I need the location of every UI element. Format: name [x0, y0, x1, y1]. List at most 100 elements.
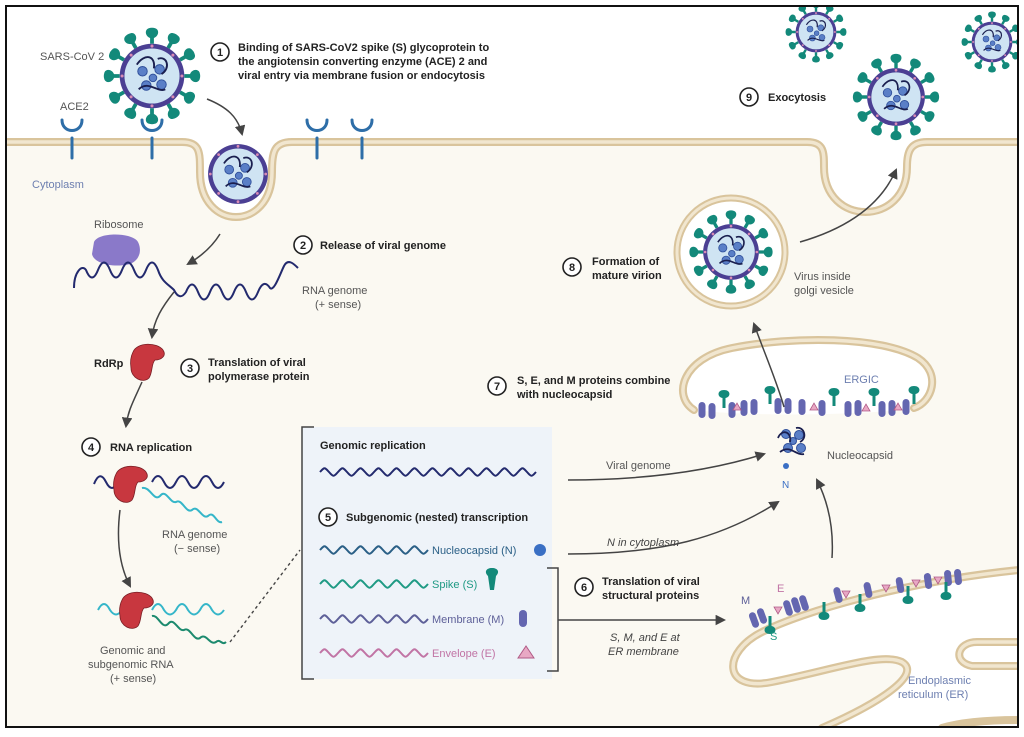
step-1-text: Binding of SARS-CoV2 spike (S) glycoprot…	[238, 42, 489, 54]
step-9-badge	[739, 87, 759, 107]
membrane-protein-icon	[954, 569, 962, 585]
step-2: 2 Release of viral genome	[293, 235, 446, 255]
step-6-text: structural proteins	[602, 590, 699, 602]
membrane-protein-icon	[756, 608, 768, 624]
step-5-number: 5	[325, 512, 331, 524]
ace2-receptor	[140, 118, 164, 160]
step-4-number: 4	[88, 442, 95, 454]
genomic-replication-label: Genomic replication	[320, 440, 426, 452]
step-8: 8 Formation of mature virion	[562, 256, 662, 282]
membrane-protein-icon	[784, 398, 792, 414]
membrane-protein-icon	[791, 597, 801, 613]
step-6-text: Translation of viral	[602, 576, 700, 588]
er-m-label: M	[741, 595, 750, 607]
step-1: 1 Binding of SARS-CoV2 spike (S) glycopr…	[210, 42, 489, 82]
ace2-receptor	[305, 118, 329, 160]
ace2-receptor	[60, 118, 84, 160]
panel-bracket-left	[301, 426, 314, 680]
n-in-cytoplasm-label: N in cytoplasm	[607, 537, 679, 549]
step-1-badge	[210, 42, 230, 62]
membrane-protein-icon	[888, 400, 896, 416]
membrane-protein-icon	[798, 399, 806, 415]
step-5: 5 Subgenomic (nested) transcription	[318, 507, 528, 527]
endoplasmic-reticulum	[729, 566, 1017, 726]
ergic-compartment	[679, 335, 937, 415]
step-1-number: 1	[217, 47, 223, 59]
viral-genome-label: Viral genome	[606, 460, 671, 472]
step-8-text: Formation of	[592, 256, 660, 268]
ribosome-icon	[92, 234, 140, 266]
step-6: 6 Translation of viral structural protei…	[574, 576, 700, 602]
membrane-protein-icon	[902, 399, 910, 415]
er-label: reticulum (ER)	[898, 689, 968, 701]
step-4-badge	[81, 437, 101, 457]
membrane-protein-icon	[833, 587, 843, 603]
step-7-badge	[487, 376, 507, 396]
membrane-protein-icon	[708, 403, 716, 419]
step-2-badge	[293, 235, 313, 255]
membrane-protein-icon	[863, 582, 873, 598]
step-2-number: 2	[300, 240, 306, 252]
detail-connector	[229, 549, 301, 643]
rna-genome-plus-strand	[73, 261, 299, 301]
genomic-subgenomic-sense: (+ sense)	[110, 673, 156, 685]
transcript-strand-spike	[319, 579, 429, 589]
transcript-label-spike: Spike (S)	[432, 579, 477, 591]
step-1-text: viral entry via membrane fusion or endoc…	[238, 70, 485, 82]
viral-genome-arrow	[567, 451, 767, 481]
spike-protein-icon	[868, 388, 880, 406]
step-9: 9 Exocytosis	[739, 87, 826, 107]
ergic-membrane-proteins	[698, 386, 920, 419]
genomic-subgenomic-label: subgenomic RNA	[88, 659, 174, 671]
rna-genome-minus-label: RNA genome	[162, 529, 227, 541]
er-e-label: E	[777, 583, 784, 595]
step-8-badge	[562, 257, 582, 277]
replication-arrow	[121, 381, 143, 429]
s-m-e-er-label: S, M, and E at	[610, 632, 681, 644]
endocytosed-virion-icon	[207, 143, 269, 205]
step-8-text: mature virion	[592, 270, 662, 282]
membrane-protein-icon	[519, 610, 527, 627]
er-to-ergic-arrow	[816, 478, 834, 559]
envelope-protein-icon	[841, 590, 851, 599]
diagram-frame: SARS-CoV 2 ACE2 Cytoplasm 1 Binding of S…	[5, 5, 1019, 728]
er-label: Endoplasmic	[908, 675, 971, 687]
envelope-protein-icon	[517, 645, 535, 659]
step-3-number: 3	[187, 363, 193, 375]
replication-cycle-diagram: SARS-CoV 2 ACE2 Cytoplasm 1 Binding of S…	[7, 7, 1017, 726]
rna-genome-minus-sense: (− sense)	[174, 543, 220, 555]
envelope-protein-icon	[732, 402, 742, 411]
envelope-protein-icon	[893, 402, 903, 411]
envelope-protein-icon	[911, 579, 921, 588]
envelope-protein-icon	[861, 403, 871, 412]
nucleocapsid-protein-icon	[534, 544, 546, 556]
membrane-protein-icon	[854, 400, 862, 416]
ergic-to-golgi-arrow	[751, 322, 785, 408]
rna-genome-plus-label: RNA genome	[302, 285, 367, 297]
nucleocapsid-icon	[777, 426, 806, 456]
genomic-subgenomic-label: Genomic and	[100, 645, 165, 657]
n-in-cytoplasm-arrow	[567, 500, 780, 555]
step-7-text: with nucleocapsid	[516, 389, 612, 401]
rna-genomic-plus	[97, 603, 225, 616]
spike-protein-icon	[908, 386, 920, 404]
membrane-protein-icon	[698, 402, 706, 418]
spike-protein-icon	[818, 602, 830, 620]
sars-cov2-virion-icon	[104, 28, 200, 124]
transcript-label-envelope: Envelope (E)	[432, 648, 496, 660]
n-protein-dot	[783, 463, 789, 469]
transcript-label-membrane: Membrane (M)	[432, 614, 504, 626]
spike-protein-icon	[764, 616, 776, 634]
step-5-badge	[318, 507, 338, 527]
nucleocapsid-label: Nucleocapsid	[827, 450, 893, 462]
spike-protein-icon	[828, 388, 840, 406]
released-virion-icon	[786, 7, 847, 62]
step-7-text: S, E, and M proteins combine	[517, 375, 670, 387]
entry-arrow	[206, 98, 246, 137]
step-2-text: Release of viral genome	[320, 240, 446, 252]
step-6-badge	[574, 577, 594, 597]
cytoplasm-label: Cytoplasm	[32, 179, 84, 191]
spike-protein-icon	[718, 390, 730, 408]
membrane-protein-icon	[740, 400, 748, 416]
transcription-arrow	[117, 509, 131, 588]
